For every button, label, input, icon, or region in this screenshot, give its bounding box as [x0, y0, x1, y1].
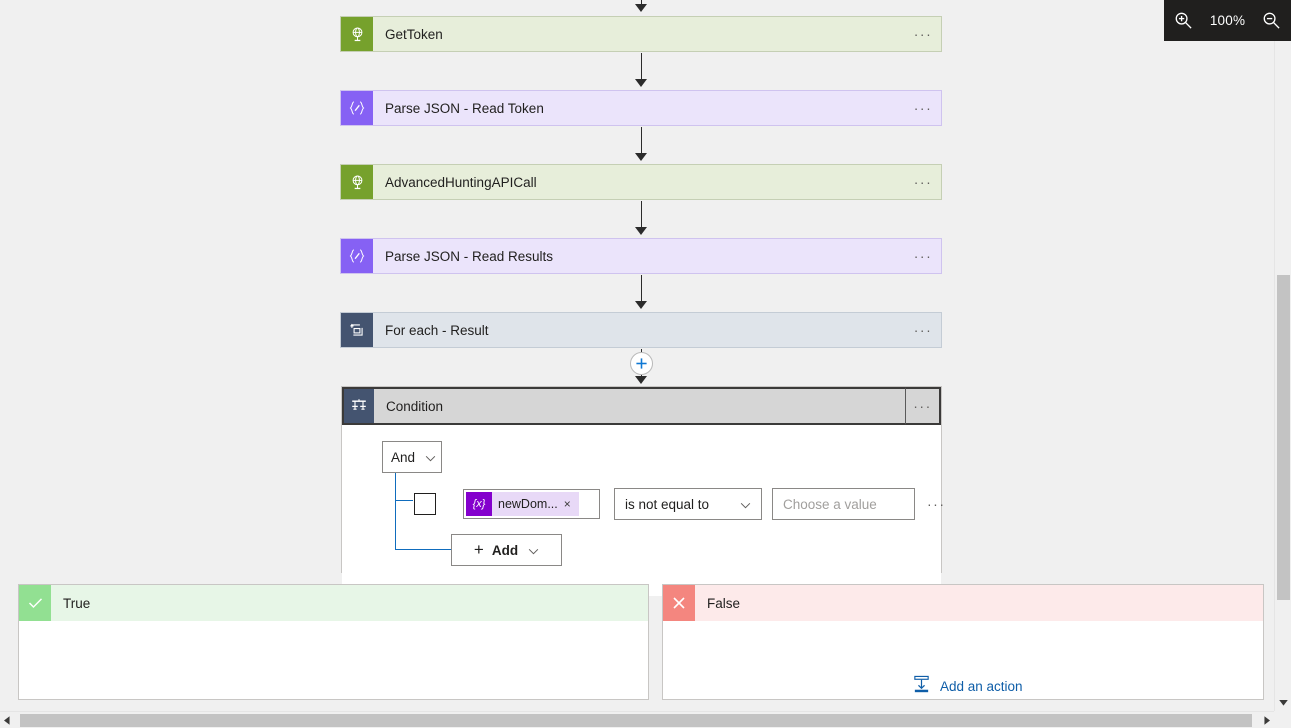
- connector-arrow: [635, 4, 647, 12]
- action-overflow-menu[interactable]: ···: [913, 248, 933, 264]
- condition-operator-value: is not equal to: [625, 496, 710, 512]
- action-title: Parse JSON - Read Results: [385, 248, 554, 264]
- connector-arrow: [635, 227, 647, 235]
- checkmark-icon: [19, 585, 51, 621]
- zoom-toolbar: 100%: [1164, 0, 1291, 41]
- condition-body: And {x} newDom... ×: [342, 425, 944, 596]
- horizontal-scrollbar[interactable]: [0, 711, 1274, 728]
- action-title: For each - Result: [385, 322, 489, 338]
- branch-false: False Add an action: [662, 584, 1264, 700]
- insert-action-plus-button[interactable]: [630, 352, 653, 375]
- connector-arrow: [635, 153, 647, 161]
- chevron-down-icon: [528, 543, 539, 558]
- action-overflow-menu[interactable]: ···: [913, 174, 933, 190]
- condition-card[interactable]: Condition ··· And: [341, 386, 944, 596]
- condition-add-label: Add: [491, 542, 519, 558]
- globe-http-icon: [341, 165, 373, 199]
- logic-operator-dropdown[interactable]: And: [382, 441, 442, 473]
- condition-overflow-menu[interactable]: ···: [905, 387, 941, 425]
- connector-line: [641, 275, 642, 305]
- action-card-advancedhuntingapicall[interactable]: AdvancedHuntingAPICall ···: [340, 164, 942, 200]
- connector-line: [641, 127, 642, 157]
- dynamic-content-token[interactable]: {x} newDom... ×: [466, 492, 579, 516]
- branch-false-label: False: [707, 595, 741, 611]
- branch-true-header: True: [19, 585, 648, 621]
- scroll-right-icon[interactable]: [1260, 712, 1274, 728]
- action-card-gettoken[interactable]: GetToken ···: [340, 16, 942, 52]
- plus-icon: +: [473, 540, 484, 559]
- condition-value-input[interactable]: Choose a value: [772, 488, 915, 520]
- chevron-down-icon: [740, 497, 751, 512]
- condition-row-overflow-menu[interactable]: ···: [927, 496, 946, 512]
- scroll-left-icon[interactable]: [0, 712, 14, 728]
- condition-row-checkbox[interactable]: [414, 493, 436, 515]
- vertical-scrollbar-thumb[interactable]: [1277, 275, 1290, 600]
- token-label: newDom...: [498, 497, 558, 511]
- action-card-parse-json-read-token[interactable]: Parse JSON - Read Token ···: [340, 90, 942, 126]
- branch-false-header: False: [663, 585, 1263, 621]
- logic-operator-value: And: [391, 449, 416, 465]
- scrollbar-corner: [1274, 711, 1291, 728]
- action-overflow-menu[interactable]: ···: [913, 322, 933, 338]
- condition-rail: [395, 473, 396, 550]
- condition-add-button[interactable]: + Add: [451, 534, 562, 566]
- branch-true-label: True: [63, 595, 91, 611]
- action-card-for-each-result[interactable]: For each - Result ···: [340, 312, 942, 348]
- zoom-level-label: 100%: [1209, 13, 1246, 28]
- action-overflow-menu[interactable]: ···: [913, 26, 933, 42]
- action-title: Parse JSON - Read Token: [385, 100, 544, 116]
- action-card-parse-json-read-results[interactable]: Parse JSON - Read Results ···: [340, 238, 942, 274]
- foreach-loop-icon: [341, 313, 373, 347]
- action-overflow-menu[interactable]: ···: [913, 100, 933, 116]
- condition-left-operand-field[interactable]: {x} newDom... ×: [463, 489, 600, 519]
- connector-arrow: [635, 301, 647, 309]
- connector-arrow: [635, 79, 647, 87]
- condition-rail: [395, 549, 451, 550]
- condition-operator-dropdown[interactable]: is not equal to: [614, 488, 762, 520]
- zoom-in-icon[interactable]: [1170, 7, 1198, 35]
- add-an-action-label: Add an action: [940, 678, 1023, 694]
- condition-row: {x} newDom... × is not equal to Choose a…: [414, 488, 946, 520]
- action-title: AdvancedHuntingAPICall: [385, 174, 537, 190]
- connector-arrow: [635, 376, 647, 384]
- condition-branch-icon: [344, 389, 374, 423]
- connector-line: [641, 53, 642, 83]
- parse-json-icon: [341, 91, 373, 125]
- zoom-out-icon[interactable]: [1257, 7, 1285, 35]
- condition-title: Condition: [386, 398, 444, 414]
- parse-json-icon: [341, 239, 373, 273]
- remove-token-icon[interactable]: ×: [563, 497, 571, 511]
- condition-rail: [395, 500, 413, 501]
- add-an-action-button[interactable]: Add an action: [912, 675, 1023, 697]
- cross-icon: [663, 585, 695, 621]
- designer-surface: GetToken ··· Parse JSON - Read Token ···: [18, 0, 1264, 700]
- chevron-down-icon: [425, 450, 436, 465]
- scroll-down-icon[interactable]: [1275, 694, 1291, 711]
- vertical-scrollbar[interactable]: [1274, 0, 1291, 711]
- globe-http-icon: [341, 17, 373, 51]
- expression-token-icon: {x}: [466, 492, 492, 516]
- action-title: GetToken: [385, 26, 443, 42]
- horizontal-scrollbar-thumb[interactable]: [20, 714, 1252, 727]
- connector-line: [641, 201, 642, 231]
- branch-true: True Send an email (V2) ···: [18, 584, 649, 700]
- insert-action-icon: [912, 675, 931, 697]
- condition-header[interactable]: Condition: [342, 387, 908, 425]
